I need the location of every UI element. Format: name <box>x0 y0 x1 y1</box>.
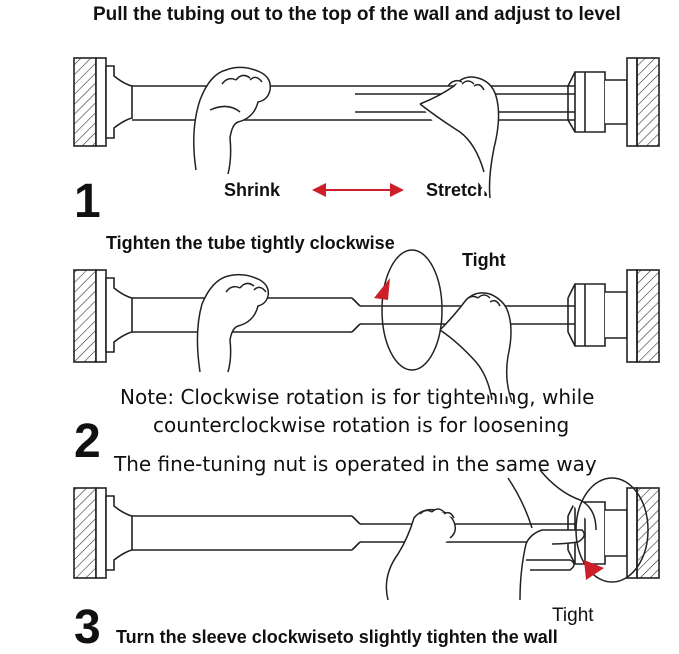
note-line-1: Note: Clockwise rotation is for tighteni… <box>120 385 595 409</box>
step-3-tight-label: Tight <box>552 605 594 626</box>
step-2-number: 2 <box>74 415 101 468</box>
step-1-number: 1 <box>74 175 101 228</box>
stretch-label: Stretch <box>426 180 489 200</box>
hand-stretch-icon <box>507 469 597 601</box>
shrink-label: Shrink <box>224 180 281 200</box>
step-3-number: 3 <box>74 601 101 654</box>
step-2-tight-label: Tight <box>462 250 506 270</box>
hand-grip-icon <box>193 66 272 175</box>
hand-grip-icon <box>196 273 270 373</box>
right-wall-mount <box>636 57 660 147</box>
rotation-arrow-icon <box>381 249 443 371</box>
double-arrow-icon <box>312 183 404 197</box>
rotation-arrow-head-3 <box>584 560 604 580</box>
rod-step-2 <box>73 269 660 363</box>
header-title: Pull the tubing out to the top of the wa… <box>93 4 621 25</box>
hand-stretch-icon <box>419 76 500 199</box>
right-wall-mount-2 <box>636 269 660 363</box>
step-3-instruction: Turn the sleeve clockwiseto slightly tig… <box>116 627 558 647</box>
left-wall-mount <box>73 57 97 147</box>
note-line-2: counterclockwise rotation is for looseni… <box>153 413 570 437</box>
note-line-3: The fine-tuning nut is operated in the s… <box>114 452 597 476</box>
step-2-instruction: Tighten the tube tightly clockwise <box>106 233 395 253</box>
hand-grip-icon <box>385 508 457 601</box>
left-wall-mount-3 <box>73 487 97 579</box>
hand-stretch-icon <box>439 292 513 403</box>
left-wall-mount-2 <box>73 269 97 363</box>
rotation-arrow-icon <box>575 477 649 583</box>
rod-step-1 <box>73 57 660 147</box>
rotation-arrow-head <box>374 278 390 300</box>
